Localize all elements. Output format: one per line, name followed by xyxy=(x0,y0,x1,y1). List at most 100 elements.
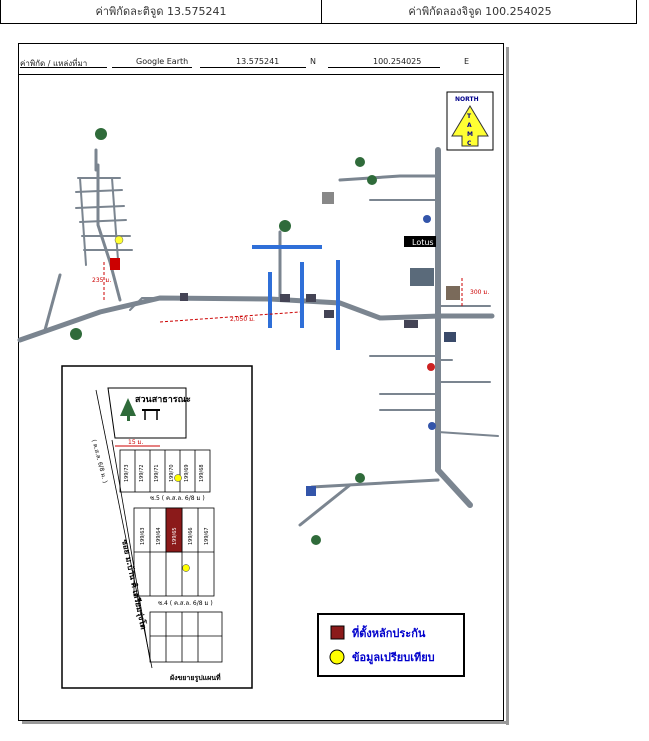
side-road-11 xyxy=(310,478,440,489)
lotus-label: Lotus xyxy=(412,238,434,247)
latitude-label: ค่าพิกัดละติจูด 13.575241 xyxy=(95,5,227,18)
page-shadow-right xyxy=(506,47,509,725)
village-road-b xyxy=(75,189,123,193)
village-road-d xyxy=(79,219,127,223)
north-south-road xyxy=(435,147,473,508)
map-coordinate-row: ค่าพิกัด / แหล่งที่มา Google Earth 13.57… xyxy=(18,55,504,75)
legend-label-comparison: ข้อมูลเปรียบเทียบ xyxy=(352,651,435,665)
lower-plot-block xyxy=(149,611,223,663)
temple-icon xyxy=(322,192,334,204)
coordinate-header-bar: ค่าพิกัดละติจูด 13.575241 ค่าพิกัดลองจิจ… xyxy=(0,0,637,24)
village-road-g xyxy=(79,177,87,266)
distance-left-label: 235 ม. xyxy=(92,277,111,284)
plot-label: 199/71 xyxy=(154,464,160,482)
road-edge xyxy=(111,439,151,661)
north-arrow-icon xyxy=(451,105,489,147)
legend: ที่ตั้งหลักประกัน ข้อมูลเปรียบเทียบ xyxy=(317,613,465,677)
gas-station-icon xyxy=(423,215,431,223)
side-road-2 xyxy=(338,174,440,182)
lotus-logo xyxy=(404,236,436,247)
road-4-label: ซ.4 ( ค.ส.ล. 6/8 ม ) xyxy=(158,600,213,607)
coord-underline-1 xyxy=(20,67,107,68)
comparison-marker xyxy=(174,474,182,482)
comparison-marker xyxy=(182,564,190,572)
plot-label: 199/68 xyxy=(199,464,205,482)
village-road-i xyxy=(43,273,62,332)
legend-label-collateral: ที่ตั้งหลักประกัน xyxy=(352,625,426,640)
coord-lat-value: 13.575241 xyxy=(236,57,280,66)
village-road-main xyxy=(96,163,122,302)
gas-station-icon xyxy=(428,422,436,430)
road-edge xyxy=(95,389,153,669)
inset-footer: ผังขยายรูปแผนที่ xyxy=(170,672,221,683)
plot-label: 199/64 xyxy=(156,527,162,545)
compass-letter-4: C xyxy=(467,140,472,147)
compass-letter-3: M xyxy=(467,131,473,138)
plot-label: 199/65 xyxy=(172,527,178,545)
building-icon xyxy=(180,293,188,301)
road-network xyxy=(17,147,499,527)
legend-frame xyxy=(317,613,465,677)
tree-icon xyxy=(279,220,291,232)
building-icon xyxy=(444,332,456,342)
coord-title: ค่าพิกัด / แหล่งที่มา xyxy=(20,59,88,68)
building-icon xyxy=(280,294,290,302)
coord-lon-value: 100.254025 xyxy=(373,57,422,66)
comparison-marker xyxy=(114,235,124,245)
tree-icon xyxy=(355,157,365,167)
bank-icon xyxy=(427,363,435,371)
tree-icon xyxy=(70,328,82,340)
distance-right-label: 300 ม. xyxy=(470,289,489,296)
legend-swatch-comparison xyxy=(329,649,345,665)
village-road-h xyxy=(111,177,119,261)
subject-marker xyxy=(110,258,120,270)
tree-icon xyxy=(95,128,107,140)
longitude-label: ค่าพิกัดลองจิจูด 100.254025 xyxy=(408,5,552,18)
side-road-7 xyxy=(437,431,499,437)
legend-swatch-collateral xyxy=(330,625,345,640)
main-road xyxy=(17,295,495,343)
building-icon xyxy=(306,294,316,302)
header-divider xyxy=(321,0,322,23)
canals xyxy=(252,245,340,350)
page-shadow-bottom xyxy=(22,721,509,724)
compass-letter-1: T xyxy=(467,113,472,120)
place-icons: Lotus xyxy=(70,128,460,545)
plot-label: 199/72 xyxy=(139,464,145,482)
tree-icon xyxy=(311,535,321,545)
plot-label: 199/67 xyxy=(204,527,210,545)
distance-line-middle xyxy=(159,311,301,323)
side-road-12 xyxy=(298,483,352,527)
inset-plot-plan: สวนสาธารณะ 15 ม. 199/73 199/72 199/71 19… xyxy=(61,365,253,689)
plot-label: 199/66 xyxy=(188,527,194,545)
distance-markers xyxy=(103,262,463,323)
school-icon xyxy=(306,486,316,496)
plot-label: 199/69 xyxy=(184,464,190,482)
village-road-c xyxy=(75,205,125,209)
distance-middle-label: 2,050 ม. xyxy=(230,316,255,323)
plot-label: 199/73 xyxy=(124,464,130,482)
tree-icon xyxy=(355,473,365,483)
coord-underline-4 xyxy=(328,67,440,68)
side-road-13 xyxy=(129,297,181,311)
collateral-plot xyxy=(165,507,183,553)
temple-icon xyxy=(446,286,460,300)
park-label: สวนสาธารณะ xyxy=(135,395,191,405)
building-icon xyxy=(324,310,334,318)
coord-row-rule xyxy=(18,74,504,75)
tree-trunk xyxy=(127,416,130,421)
compass-letter-2: A xyxy=(467,122,472,129)
road-5-label: ซ.5 ( ค.ส.ล. 6/8 ม ) xyxy=(150,495,205,502)
width-label: 15 ม. xyxy=(128,439,143,446)
coord-source: Google Earth xyxy=(136,57,189,66)
compass-label: NORTH xyxy=(455,96,479,103)
building-icon xyxy=(410,268,434,286)
tree-icon xyxy=(367,175,377,185)
coord-underline-2 xyxy=(112,67,192,68)
tree-icon xyxy=(120,398,136,416)
coord-lon-dir: E xyxy=(464,57,470,66)
plot-label: 199/70 xyxy=(169,464,175,482)
coord-underline-3 xyxy=(200,67,306,68)
north-compass: NORTH T A M C xyxy=(446,91,494,151)
